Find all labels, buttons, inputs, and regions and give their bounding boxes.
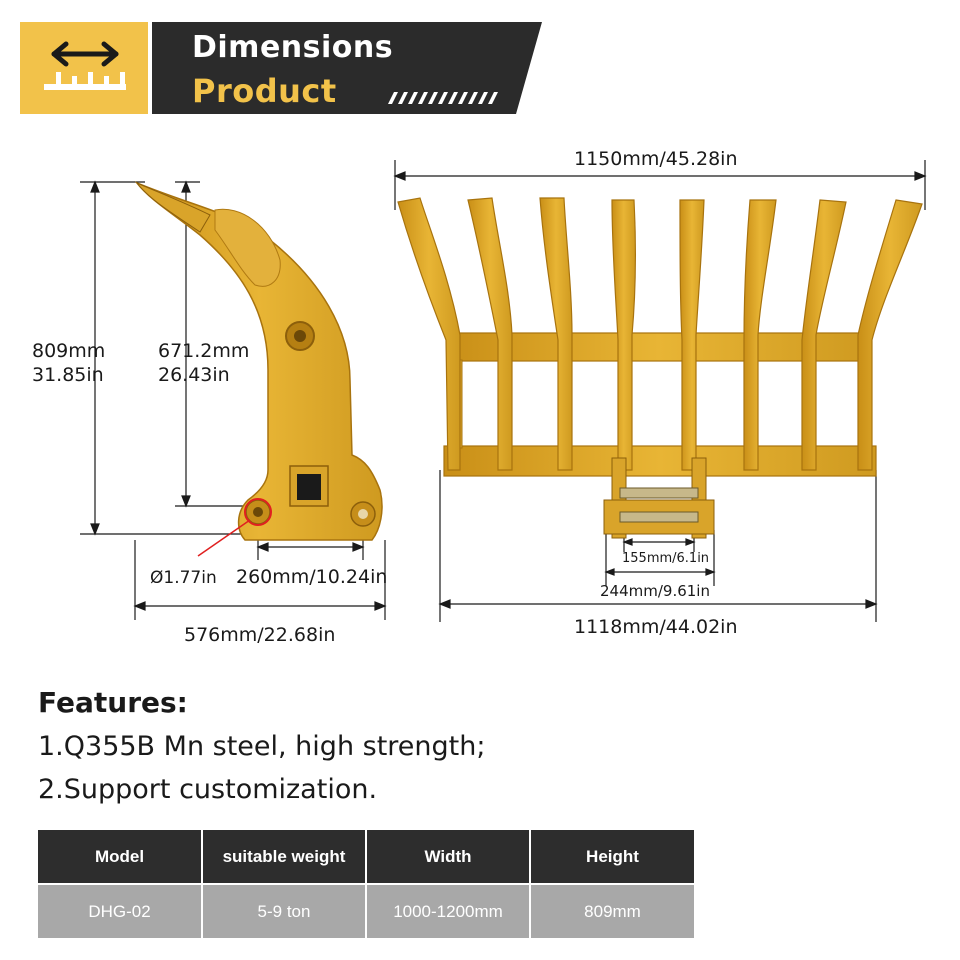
ripper-height-in: 31.85in	[32, 364, 104, 386]
ripper-inner-height-in: 26.43in	[158, 364, 230, 386]
spec-table: Model suitable weight Width Height DHG-0…	[38, 830, 694, 938]
header-model: Model	[38, 830, 203, 885]
banner-title-dimensions: Dimensions	[192, 30, 394, 65]
feature-item-1: 1.Q355B Mn steel, high strength;	[38, 731, 486, 762]
features-heading: Features:	[38, 686, 188, 719]
cell-height: 809mm	[530, 884, 694, 938]
rake-top-width-label: 1150mm/45.28in	[574, 148, 738, 170]
pin-diameter-label: Ø1.77in	[150, 568, 217, 588]
header-suitable-weight: suitable weight	[202, 830, 367, 885]
ripper-drawing	[80, 160, 927, 622]
cell-suitable-weight: 5-9 ton	[202, 884, 367, 938]
ripper-inner-height-mm: 671.2mm	[158, 340, 250, 362]
feature-item-2: 2.Support customization.	[38, 774, 378, 805]
ripper-height-mm: 809mm	[32, 340, 106, 362]
cell-width: 1000-1200mm	[366, 884, 531, 938]
table-header-row: Model suitable weight Width Height	[38, 830, 694, 885]
rake-body	[397, 197, 923, 539]
pin-spacing-label: 260mm/10.24in	[236, 566, 388, 588]
header-height: Height	[530, 830, 694, 885]
header-banner: Dimensions Product	[20, 22, 542, 114]
ripper-length-label: 576mm/22.68in	[184, 624, 336, 646]
bracket-inner-label: 155mm/6.1in	[622, 551, 710, 566]
header-width: Width	[366, 830, 531, 885]
bracket-outer-label: 244mm/9.61in	[600, 582, 710, 600]
banner-background	[20, 22, 542, 114]
table-row: DHG-02 5-9 ton 1000-1200mm 809mm	[38, 884, 694, 938]
rake-bottom-width-label: 1118mm/44.02in	[574, 616, 738, 638]
banner-title-product: Product	[192, 72, 337, 110]
cell-model: DHG-02	[38, 884, 203, 938]
width-arrow-ruler-icon	[51, 41, 119, 67]
